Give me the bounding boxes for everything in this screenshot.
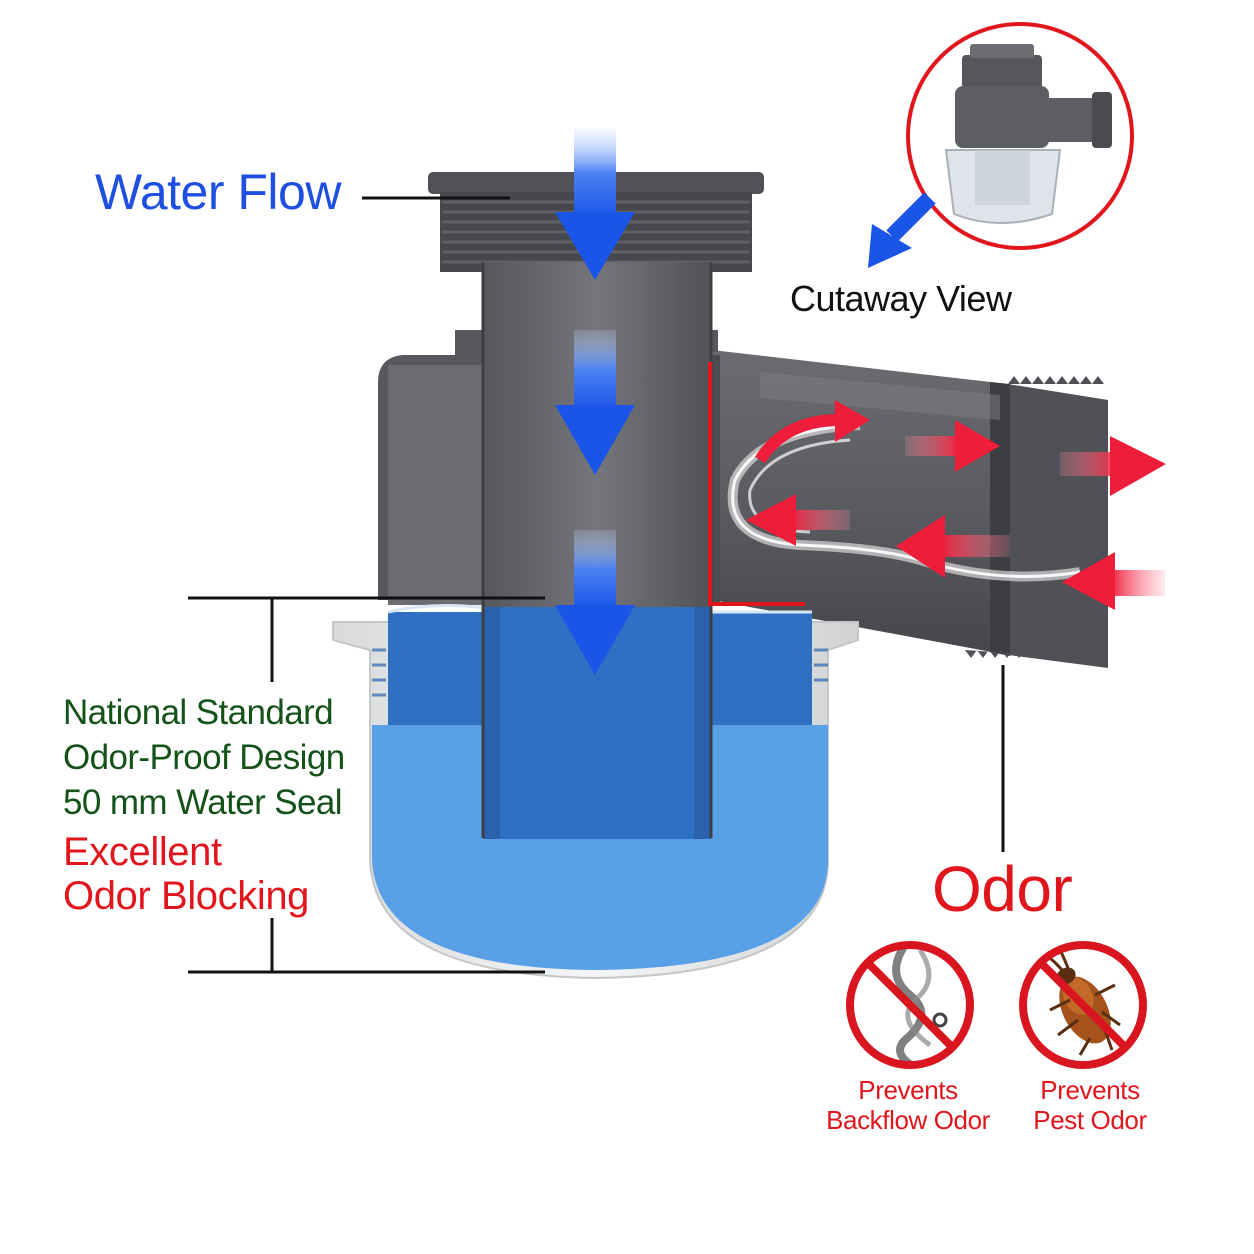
badge-backflow-odor <box>846 941 974 1069</box>
flow-arrow-1 <box>555 128 635 280</box>
badge-pest-caption-line-2: Pest Odor <box>1033 1105 1147 1135</box>
badge-backflow-caption-line-1: Prevents <box>858 1075 958 1105</box>
badge-backflow-caption: Prevents Backflow Odor <box>813 1075 1003 1135</box>
highlight-line-excellent: Excellent <box>63 830 222 874</box>
badge-pest-odor <box>1019 941 1147 1069</box>
flow-arrow-2 <box>555 330 635 475</box>
odor-arrow-right-2 <box>1060 436 1166 496</box>
water-flow-arrows <box>555 128 635 675</box>
odor-blocking-highlight: Excellent Odor Blocking <box>63 830 309 918</box>
cutaway-pointer-arrow <box>868 192 936 268</box>
spec-line-seal: 50 mm Water Seal <box>63 783 343 822</box>
odor-flow <box>727 400 1166 610</box>
odor-arrow-left-1 <box>746 494 850 546</box>
badge-pest-caption-line-1: Prevents <box>1040 1075 1140 1105</box>
highlight-line-odor-blocking: Odor Blocking <box>63 874 310 918</box>
odor-arrow-right-1 <box>905 420 1000 472</box>
odor-arrow-left-2 <box>896 515 1010 578</box>
trap-product-thumbnail <box>944 44 1112 224</box>
water-flow-label: Water Flow <box>95 164 341 220</box>
odor-label: Odor <box>932 853 1073 925</box>
water-seal-spec: National Standard Odor-Proof Design 50 m… <box>63 690 345 825</box>
leader-lines <box>188 196 1005 974</box>
cutaway-view-label: Cutaway View <box>790 278 1012 319</box>
seal-barrier-line <box>708 362 805 606</box>
spec-line-design: Odor-Proof Design <box>63 738 345 777</box>
badge-backflow-caption-line-2: Backflow Odor <box>826 1105 990 1135</box>
spec-line-standard: National Standard <box>63 693 334 732</box>
badge-pest-caption: Prevents Pest Odor <box>1008 1075 1172 1135</box>
odor-arrow-curve <box>754 400 870 464</box>
cutaway-inset <box>868 22 1134 268</box>
odor-arrow-left-3 <box>1062 552 1165 610</box>
flow-arrow-3 <box>555 530 635 675</box>
